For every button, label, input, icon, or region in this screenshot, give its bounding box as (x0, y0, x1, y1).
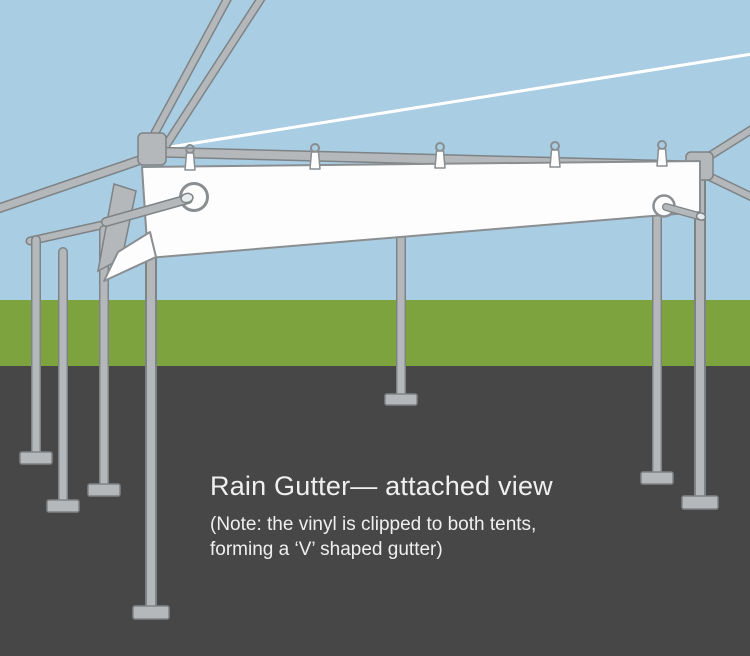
pole-end (180, 192, 194, 204)
figure-note-line2: forming a ‘V’ shaped gutter) (210, 539, 443, 561)
rain-gutter-vinyl (141, 160, 701, 259)
right-tent-frame (384, 125, 750, 510)
left-tent-ridge-poles (145, 0, 266, 158)
leg-base-plate (132, 605, 170, 620)
right-grommet (652, 194, 707, 221)
leg-base-plate (681, 495, 719, 510)
canopy-edge-line (162, 52, 750, 150)
leg-base-plate (384, 393, 418, 406)
leg-base-plate (19, 451, 53, 465)
ground-background (0, 366, 750, 656)
pole-end (695, 212, 707, 221)
figure-title: Rain Gutter— attached view (210, 471, 553, 501)
figure-note-line1: (Note: the vinyl is clipped to both tent… (210, 514, 537, 535)
left-corner-fitting (137, 132, 167, 166)
leg-base-plate (87, 483, 121, 497)
leg-base-plate (46, 499, 80, 513)
left-grommet (101, 182, 209, 227)
left-tent-frame (0, 153, 170, 620)
vinyl-fold (103, 231, 157, 282)
leg-base-plate (640, 471, 674, 485)
grass-strip (0, 300, 750, 370)
figure-note: (Note: the vinyl is clipped to both tent… (210, 512, 536, 562)
